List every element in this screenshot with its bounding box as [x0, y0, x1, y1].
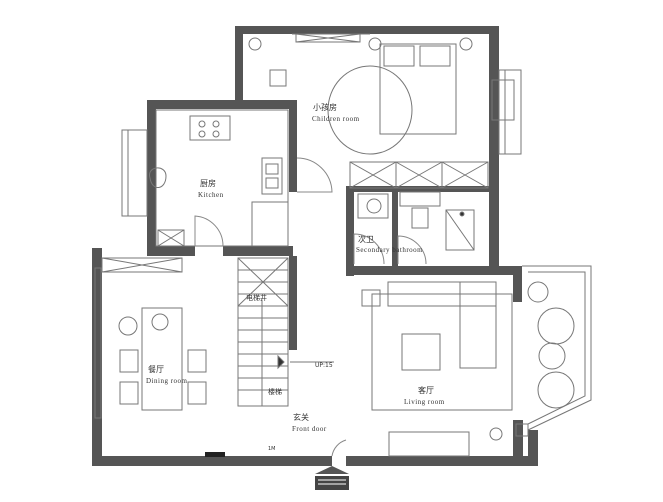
dining-room-label-zh: 餐厅 [148, 365, 164, 374]
bathroom-label-en: Secondary bathroom [356, 246, 423, 254]
kitchen-appliances [149, 115, 283, 195]
entrance [205, 452, 349, 490]
bathroom-label-zh: 次卫 [358, 234, 374, 244]
children-room-label-zh: 小孩房 [313, 102, 337, 112]
living-room-label-en: Living room [404, 398, 445, 406]
kitchen-label-en: Kitchen [198, 191, 224, 199]
staircase [237, 257, 334, 407]
walls [92, 26, 538, 466]
interior-lines [101, 33, 489, 273]
children-room-label-en: Children room [312, 115, 360, 123]
stairs-up-marker: UP:15 [315, 362, 333, 369]
living-furniture [361, 281, 575, 441]
windows [94, 33, 592, 457]
front-door-label-en: Front door [292, 425, 327, 433]
room-labels: 小孩房 Children room 厨房 Kitchen 次卫 Secondar… [146, 102, 445, 452]
living-room-label-zh: 客厅 [418, 385, 434, 395]
dining-furniture [118, 307, 207, 411]
doors [194, 157, 427, 457]
stairs-label: 楼梯 [268, 387, 282, 396]
door-mark: 1M [268, 446, 276, 452]
children-room-furniture [248, 37, 515, 155]
front-door-label-zh: 玄关 [293, 412, 309, 422]
kitchen-label-zh: 厨房 [200, 178, 216, 188]
dining-room-label-en: Dining room [146, 377, 188, 385]
bathroom-fixtures [357, 191, 475, 251]
elevator-shaft-label: 电梯井 [246, 293, 267, 302]
